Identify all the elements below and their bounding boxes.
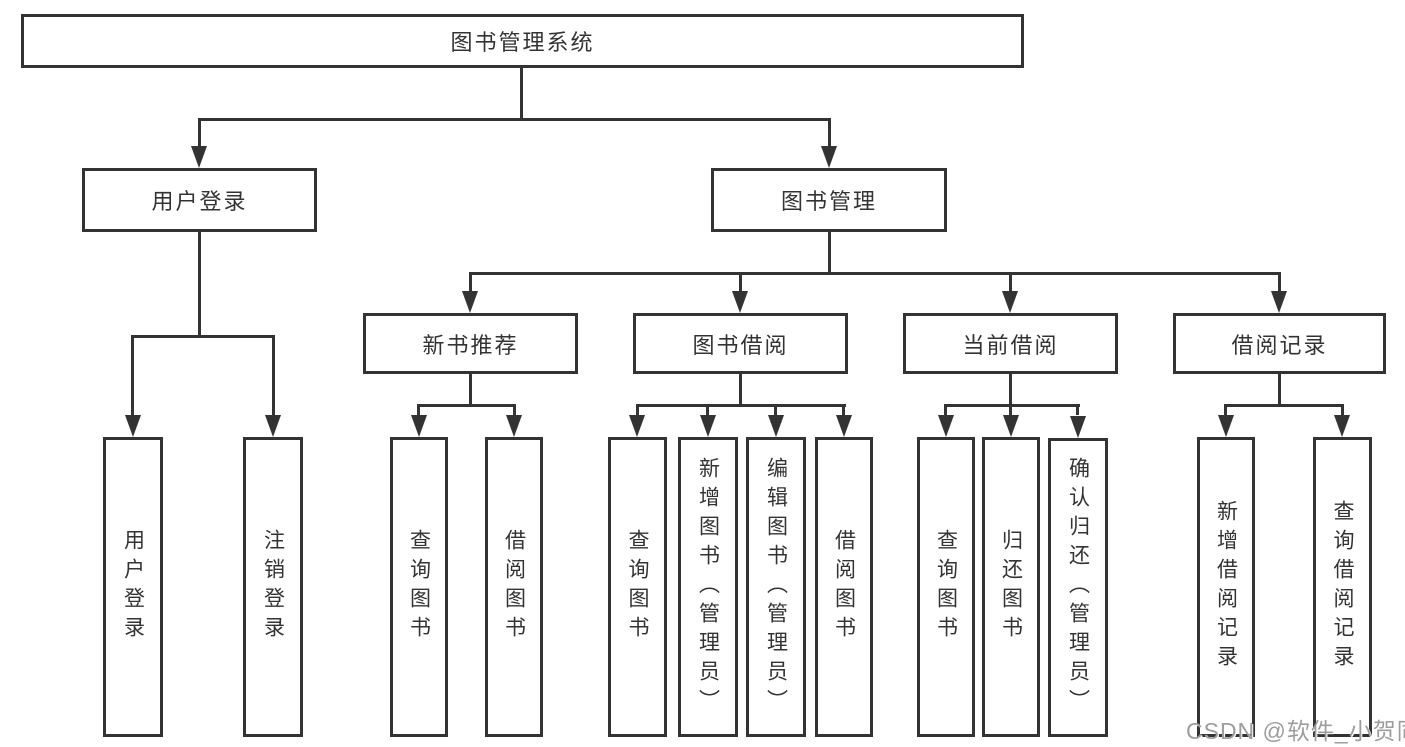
leaf-add-borrow-record: 新增借阅记录 <box>1197 437 1255 737</box>
connector-line <box>469 272 1281 275</box>
arrow-down-icon <box>191 146 207 168</box>
connector-line <box>198 232 201 338</box>
leaf-user-login: 用户登录 <box>103 437 163 737</box>
arrow-down-icon <box>1003 415 1019 437</box>
node-borrow-record: 借阅记录 <box>1173 313 1386 374</box>
leaf-query-book-current: 查询图书 <box>917 437 975 737</box>
connector-line <box>513 404 516 415</box>
arrow-down-icon <box>1002 291 1018 313</box>
arrow-down-icon <box>506 415 522 437</box>
connector-line <box>1224 404 1227 415</box>
connector-line <box>198 118 201 148</box>
node-current-borrow: 当前借阅 <box>903 313 1118 374</box>
node-book-borrow: 图书借阅 <box>633 313 848 374</box>
connector-line <box>842 404 845 415</box>
leaf-add-book-admin: 新增图书（管理员） <box>678 437 738 737</box>
arrow-down-icon <box>732 291 748 313</box>
arrow-down-icon <box>265 415 281 437</box>
connector-line <box>469 272 472 292</box>
connector-line <box>1278 374 1281 407</box>
connector-line <box>131 335 275 338</box>
connector-line <box>1224 404 1344 407</box>
leaf-query-book-recommend: 查询图书 <box>390 437 448 737</box>
connector-line <box>520 68 523 120</box>
leaf-query-book-borrow: 查询图书 <box>608 437 667 737</box>
arrow-down-icon <box>1070 416 1086 438</box>
connector-line <box>1341 404 1344 415</box>
connector-line <box>469 374 472 407</box>
connector-line <box>828 232 831 275</box>
arrow-down-icon <box>1271 291 1287 313</box>
arrow-down-icon <box>700 415 716 437</box>
leaf-edit-book-admin: 编辑图书（管理员） <box>746 437 806 737</box>
connector-line <box>1076 404 1079 415</box>
connector-line <box>1009 374 1012 407</box>
connector-line <box>1278 272 1281 292</box>
connector-line <box>636 404 639 415</box>
connector-line <box>774 404 777 415</box>
arrow-down-icon <box>836 415 852 437</box>
arrow-down-icon <box>462 291 478 313</box>
arrow-down-icon <box>768 415 784 437</box>
leaf-logout-login: 注销登录 <box>243 437 303 737</box>
connector-line <box>417 404 516 407</box>
arrow-down-icon <box>629 415 645 437</box>
watermark: CSDN @软件_小贺同学 <box>1186 718 1405 744</box>
node-new-book-recommend: 新书推荐 <box>363 313 578 374</box>
connector-line <box>944 404 947 415</box>
leaf-confirm-return-admin: 确认归还（管理员） <box>1048 438 1108 737</box>
connector-line <box>739 374 742 407</box>
arrow-down-icon <box>1218 415 1234 437</box>
connector-line <box>828 118 831 148</box>
connector-line <box>417 404 420 415</box>
arrow-down-icon <box>1334 415 1350 437</box>
connector-line <box>706 404 709 415</box>
node-user-login: 用户登录 <box>82 168 317 232</box>
connector-line <box>944 404 1080 407</box>
connector-line <box>1009 272 1012 292</box>
connector-line <box>198 118 831 121</box>
arrow-down-icon <box>938 415 954 437</box>
node-root: 图书管理系统 <box>21 14 1024 68</box>
arrow-down-icon <box>821 146 837 168</box>
connector-line <box>739 272 742 292</box>
connector-line <box>1009 404 1012 415</box>
arrow-down-icon <box>125 415 141 437</box>
leaf-query-borrow-record: 查询借阅记录 <box>1313 437 1372 737</box>
node-book-management: 图书管理 <box>711 168 947 232</box>
arrow-down-icon <box>411 415 427 437</box>
leaf-borrow-book-recommend: 借阅图书 <box>485 437 543 737</box>
leaf-borrow-book: 借阅图书 <box>815 437 873 737</box>
connector-line <box>131 335 134 415</box>
leaf-return-book: 归还图书 <box>982 437 1040 737</box>
connector-line <box>636 404 846 407</box>
connector-line <box>272 335 275 415</box>
